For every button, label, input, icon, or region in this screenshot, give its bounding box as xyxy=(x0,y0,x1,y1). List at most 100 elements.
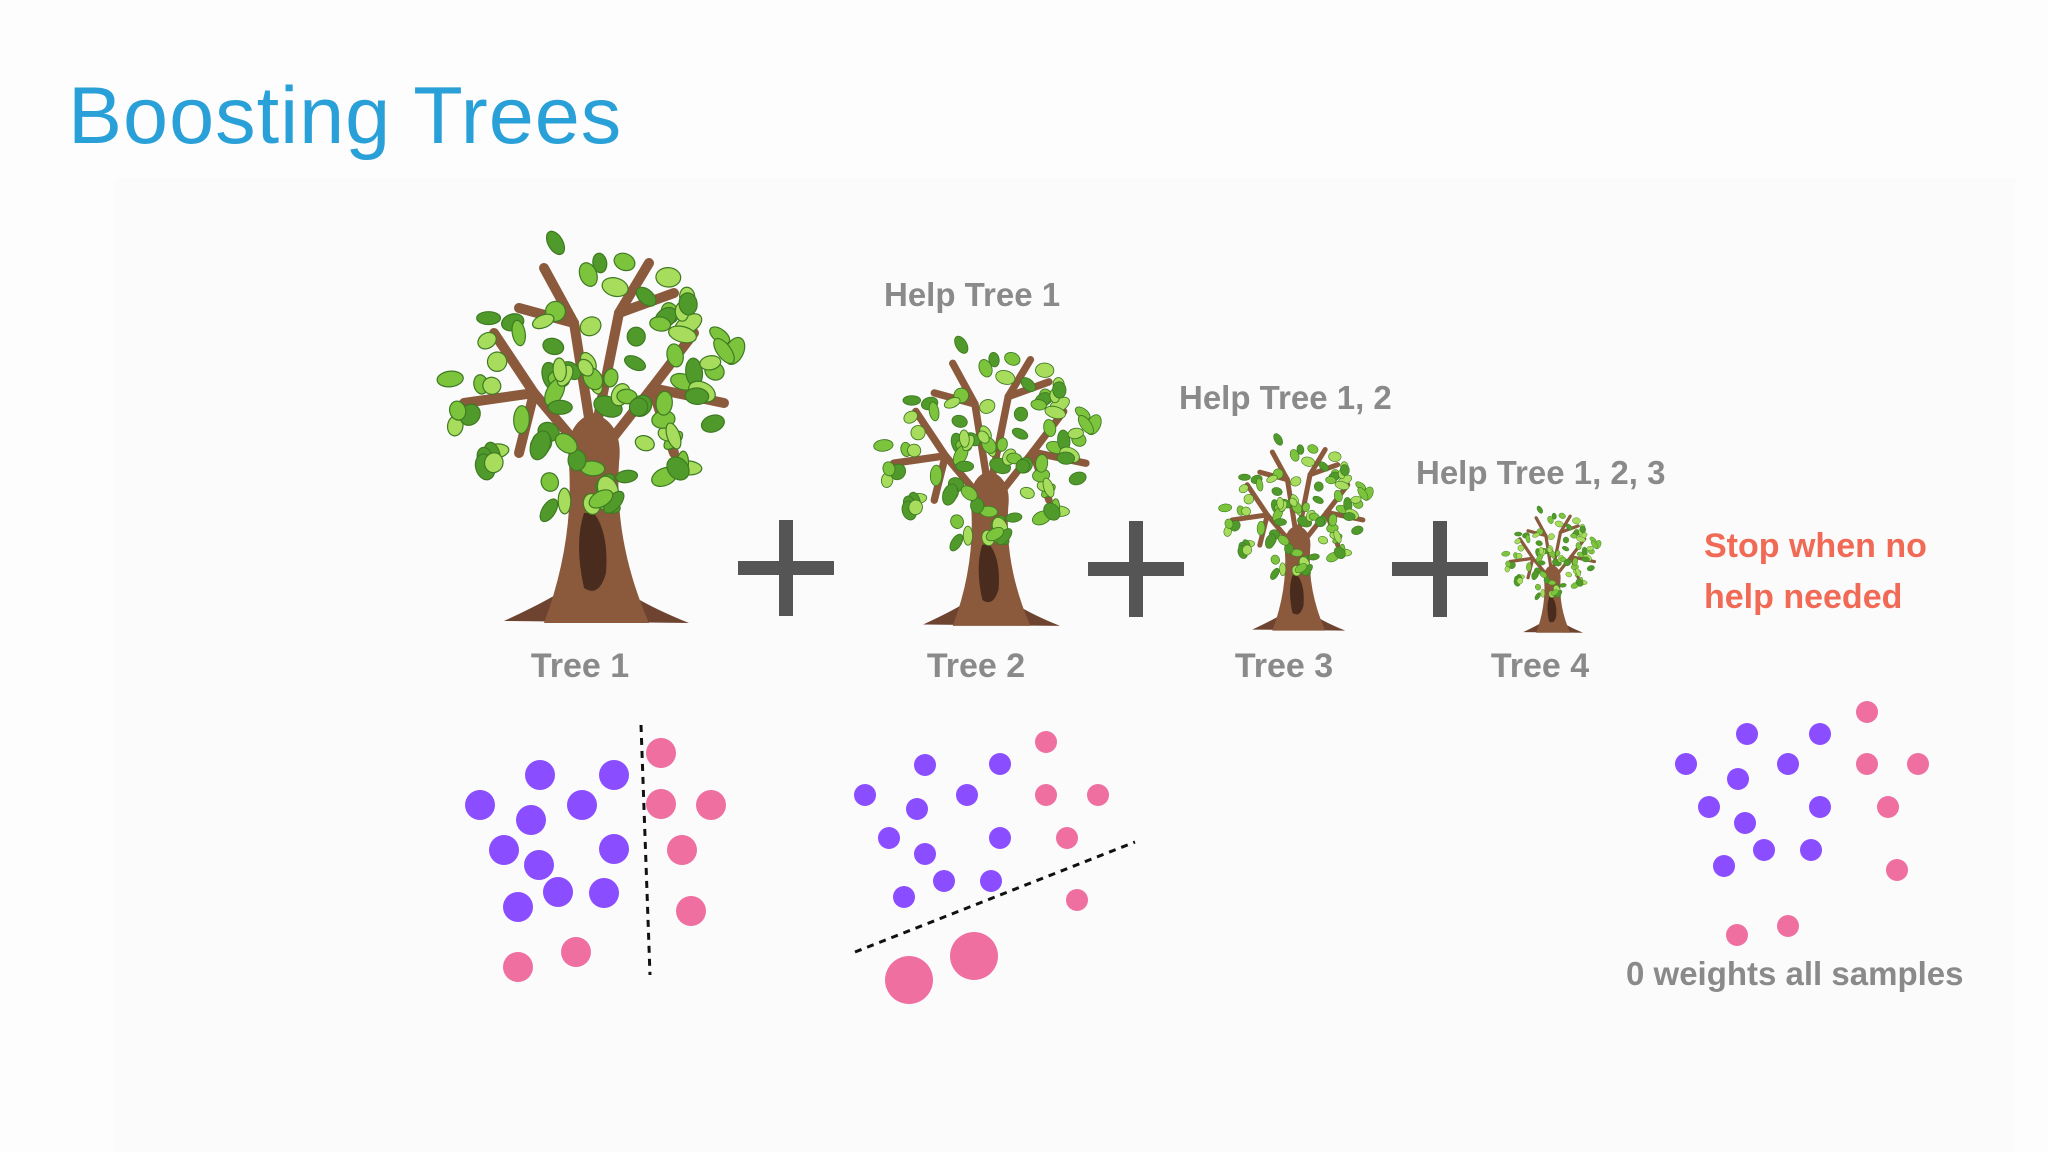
purple-sample xyxy=(1727,768,1749,790)
leaf xyxy=(1271,487,1283,496)
leaf xyxy=(1307,444,1319,454)
leaf xyxy=(628,397,649,417)
leaf xyxy=(979,399,996,414)
leaf xyxy=(1004,351,1021,366)
purple-sample xyxy=(503,892,533,922)
purple-sample xyxy=(543,877,573,907)
purple-sample xyxy=(1777,753,1799,775)
leaf xyxy=(1276,497,1284,510)
leaf xyxy=(929,464,943,487)
leaf xyxy=(1575,542,1582,551)
pink-sample xyxy=(1777,915,1799,937)
pink-sample xyxy=(646,789,676,819)
leaf xyxy=(1242,544,1253,556)
plus-icon xyxy=(1088,521,1184,617)
leaf xyxy=(1238,484,1249,494)
leaf xyxy=(545,230,566,256)
leaf xyxy=(1516,577,1524,585)
leaf xyxy=(1296,444,1305,455)
leaf xyxy=(1501,551,1511,557)
leaf xyxy=(1333,529,1342,544)
leaf xyxy=(477,331,497,350)
purple-sample xyxy=(489,835,519,865)
leaf xyxy=(613,252,636,272)
purple-sample xyxy=(1800,839,1822,861)
leaf xyxy=(1266,474,1278,483)
leaf xyxy=(592,252,608,274)
tree-3-illustration xyxy=(1218,433,1374,631)
leaf xyxy=(1270,554,1280,565)
purple-sample xyxy=(1809,723,1831,745)
leaf xyxy=(1581,556,1590,563)
leaf xyxy=(1044,405,1066,420)
leaf xyxy=(1539,571,1548,579)
pink-sample xyxy=(1087,784,1109,806)
leaf xyxy=(988,352,1000,368)
leaf xyxy=(579,316,602,337)
stop-note-line-1: Stop when no xyxy=(1704,527,1927,565)
leaf xyxy=(1563,559,1570,566)
leaf xyxy=(1294,563,1308,574)
leaf xyxy=(588,489,614,509)
tree-4-help-label: Help Tree 1, 2, 3 xyxy=(1416,454,1666,491)
leaf xyxy=(1043,502,1061,521)
leaf xyxy=(476,311,502,326)
pink-sample xyxy=(1907,753,1929,775)
leaf xyxy=(666,343,684,368)
leaf xyxy=(1536,505,1543,514)
purple-sample xyxy=(893,886,915,908)
leaf xyxy=(1514,531,1523,537)
leaf xyxy=(1526,562,1532,572)
pink-sample-weighted xyxy=(950,932,998,980)
leaf xyxy=(531,313,555,330)
leaf xyxy=(1555,550,1561,557)
leaf xyxy=(928,401,940,422)
pink-sample xyxy=(503,952,533,982)
leaf xyxy=(1301,456,1315,467)
purple-sample xyxy=(878,827,900,849)
purple-sample xyxy=(599,834,629,864)
leaf xyxy=(699,355,722,371)
leaf xyxy=(1302,502,1310,513)
leaf xyxy=(1052,381,1067,399)
tree-4-label: Tree 4 xyxy=(1490,647,1590,685)
leaf xyxy=(1343,512,1356,521)
pink-sample xyxy=(1877,796,1899,818)
purple-sample xyxy=(465,790,495,820)
leaf xyxy=(955,460,975,473)
leaf xyxy=(1308,553,1320,561)
purple-sample xyxy=(914,754,936,776)
leaf xyxy=(1525,534,1531,544)
leaf xyxy=(1019,486,1035,499)
leaf xyxy=(1351,525,1364,535)
leaf xyxy=(666,456,690,481)
leaf xyxy=(1586,565,1595,572)
leaf xyxy=(635,286,657,307)
leaf xyxy=(1586,546,1594,552)
leaf xyxy=(1035,362,1055,378)
leaf xyxy=(1558,512,1566,519)
leaf xyxy=(1015,459,1030,474)
pink-sample-weighted xyxy=(885,956,933,1004)
leaf xyxy=(1273,433,1283,446)
tree-2-illustration xyxy=(873,335,1102,626)
purple-sample xyxy=(1736,723,1758,745)
leaf xyxy=(873,439,894,452)
leaf xyxy=(1535,540,1543,547)
purple-sample xyxy=(854,784,876,806)
leaf xyxy=(1013,406,1029,422)
leaf xyxy=(1289,449,1300,462)
leaf xyxy=(448,400,467,421)
leaf xyxy=(1312,495,1324,504)
zero-weights-note: 0 weights all samples xyxy=(1626,955,1964,992)
leaf xyxy=(1243,493,1254,505)
leaf xyxy=(577,358,594,377)
leaf xyxy=(951,414,968,428)
leaf xyxy=(960,485,978,501)
leaf xyxy=(603,368,619,388)
leaf xyxy=(1238,473,1251,481)
pink-sample xyxy=(561,937,591,967)
purple-sample xyxy=(567,790,597,820)
leaf xyxy=(1328,451,1342,462)
stop-note-line-2: help needed xyxy=(1704,578,1903,616)
